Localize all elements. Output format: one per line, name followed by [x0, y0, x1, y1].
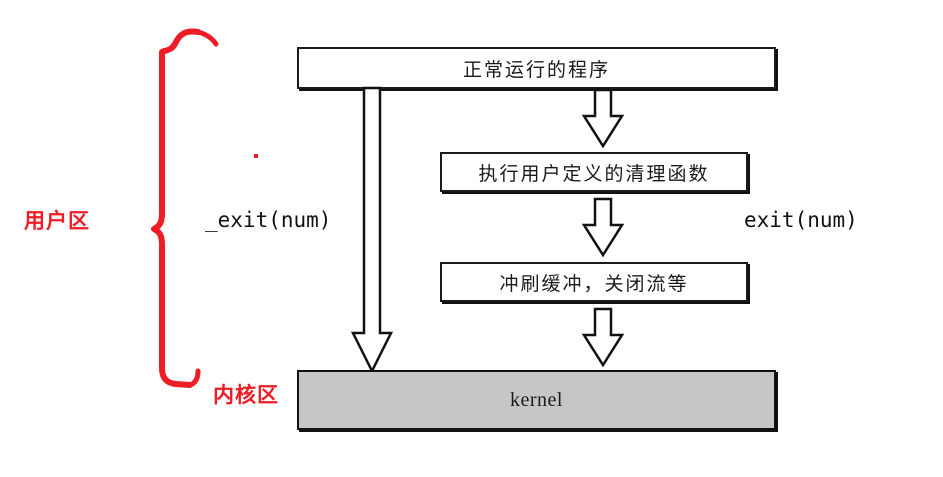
arrow-down-block-short-2-icon — [581, 197, 625, 258]
label-exit-call: exit(num) — [744, 208, 858, 232]
kernel-space-label: 内核区 — [213, 383, 279, 407]
box-cleanup-handlers: 执行用户定义的清理函数 — [440, 152, 748, 192]
curly-brace-icon — [140, 28, 220, 393]
arrow-down-block-long-icon — [350, 86, 394, 374]
box-flush-buffers: 冲刷缓冲，关闭流等 — [440, 262, 748, 302]
box-normal-program: 正常运行的程序 — [297, 47, 776, 89]
label-underscore-exit-call: _exit(num) — [205, 208, 332, 232]
arrow-down-block-short-3-icon — [581, 307, 625, 368]
arrow-down-block-short-1-icon — [581, 88, 625, 149]
stray-red-speck — [254, 154, 258, 158]
box-kernel: kernel — [297, 370, 776, 430]
user-space-label: 用户区 — [24, 209, 90, 233]
